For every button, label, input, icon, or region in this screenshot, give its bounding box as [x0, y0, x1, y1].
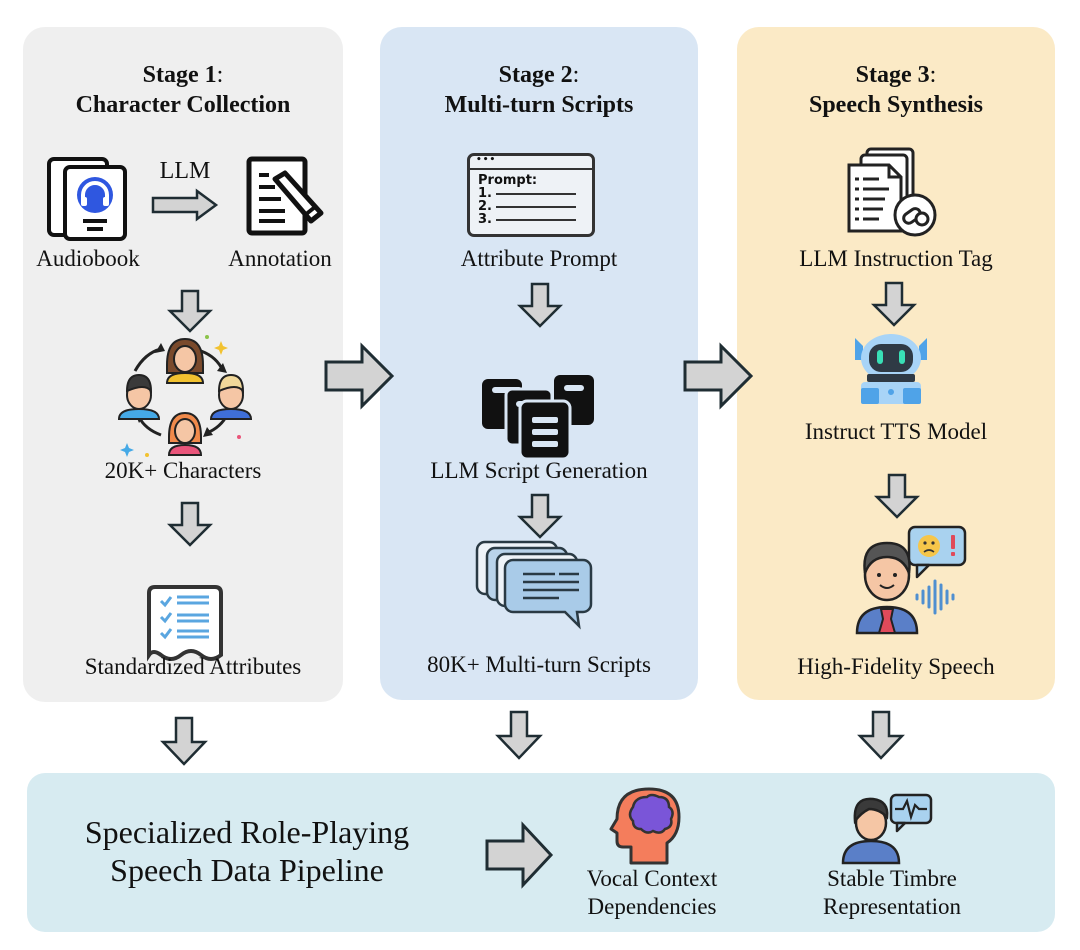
arrow-down-icon: [857, 710, 905, 760]
chat-bubbles-icon: [475, 540, 593, 630]
pipeline-title-line2: Speech Data Pipeline: [110, 852, 384, 888]
prompt-item-number: 2.: [478, 199, 492, 214]
stage1-title: Stage 1: Character Collection: [23, 60, 343, 120]
prompt-item-number: 1.: [478, 186, 492, 201]
tts-model-label: Instruct TTS Model: [804, 419, 988, 444]
vocal-context-line1: Vocal Context: [586, 866, 718, 891]
attribute-prompt-label: Attribute Prompt: [460, 246, 618, 271]
arrow-right-icon: [324, 342, 396, 410]
llm-label: LLM: [159, 158, 211, 184]
prompt-item-line: [495, 205, 576, 208]
robot-tts-icon: [849, 332, 933, 406]
arrow-right-icon: [683, 342, 755, 410]
arrow-down-icon: [166, 289, 214, 333]
timbre-person-icon: [839, 789, 939, 865]
prompt-window-icon: ••• Prompt: 1. 2. 3.: [467, 153, 595, 237]
annotation-label: Annotation: [228, 246, 332, 271]
stage3-subtitle: Speech Synthesis: [808, 92, 984, 118]
stage2-title: Stage 2: Multi-turn Scripts: [380, 60, 698, 120]
stage3-title: Stage 3: Speech Synthesis: [737, 60, 1055, 120]
documents-stack-icon: [480, 373, 596, 461]
prompt-item-number: 3.: [478, 212, 492, 227]
checklist-icon: [143, 583, 233, 667]
stable-timbre-line1: Stable Timbre: [827, 866, 957, 891]
instruction-tag-icon: [845, 147, 941, 237]
prompt-item-line: [495, 192, 576, 195]
stage3-title-text: Stage 3: [855, 62, 930, 88]
window-dots: •••: [470, 156, 592, 170]
arrow-down-icon: [873, 473, 921, 519]
vocal-context-line2: Dependencies: [587, 894, 717, 919]
stable-timbre-label: Stable Timbre Representation: [802, 865, 982, 921]
arrow-right-icon: [151, 188, 219, 222]
annotation-icon: [245, 155, 325, 237]
prompt-item-line: [495, 218, 576, 221]
pipeline-title-line1: Specialized Role-Playing: [84, 814, 410, 850]
stage3-panel: Stage 3: Speech Synthesis LLM Instru: [737, 27, 1055, 700]
characters-cycle-icon: [115, 327, 255, 457]
arrow-right-icon: [485, 821, 555, 889]
stage2-panel: Stage 2: Multi-turn Scripts ••• Prompt: …: [380, 27, 698, 700]
audiobook-icon: [45, 155, 129, 241]
arrow-down-icon: [516, 493, 564, 539]
attributes-label: Standardized Attributes: [84, 654, 302, 679]
stable-timbre-line2: Representation: [823, 894, 961, 919]
arrow-down-icon: [166, 501, 214, 547]
brain-head-icon: [609, 785, 681, 865]
arrow-down-icon: [160, 716, 208, 766]
pipeline-title: Specialized Role-Playing Speech Data Pip…: [67, 813, 427, 889]
vocal-context-label: Vocal Context Dependencies: [567, 865, 737, 921]
arrow-down-icon: [870, 281, 918, 327]
scripts-label: 80K+ Multi-turn Scripts: [427, 652, 651, 677]
speech-label: High-Fidelity Speech: [797, 654, 995, 679]
instruction-tag-label: LLM Instruction Tag: [799, 246, 993, 271]
arrow-down-icon: [495, 710, 543, 760]
summary-panel: Specialized Role-Playing Speech Data Pip…: [27, 773, 1055, 932]
characters-label: 20K+ Characters: [104, 458, 262, 483]
stage1-title-colon: :: [216, 62, 224, 88]
stage2-title-text: Stage 2: [498, 62, 573, 88]
stage3-title-colon: :: [929, 62, 937, 88]
audiobook-label: Audiobook: [36, 246, 140, 271]
script-generation-label: LLM Script Generation: [430, 458, 648, 483]
stage2-subtitle: Multi-turn Scripts: [444, 92, 634, 118]
stage1-subtitle: Character Collection: [75, 92, 291, 118]
arrow-down-icon: [516, 282, 564, 328]
speaking-person-icon: [843, 523, 967, 635]
stage1-panel: Stage 1: Character Collection Audiobook …: [23, 27, 343, 702]
stage1-title-text: Stage 1: [142, 62, 217, 88]
stage2-title-colon: :: [572, 62, 580, 88]
prompt-header: Prompt:: [478, 173, 538, 188]
